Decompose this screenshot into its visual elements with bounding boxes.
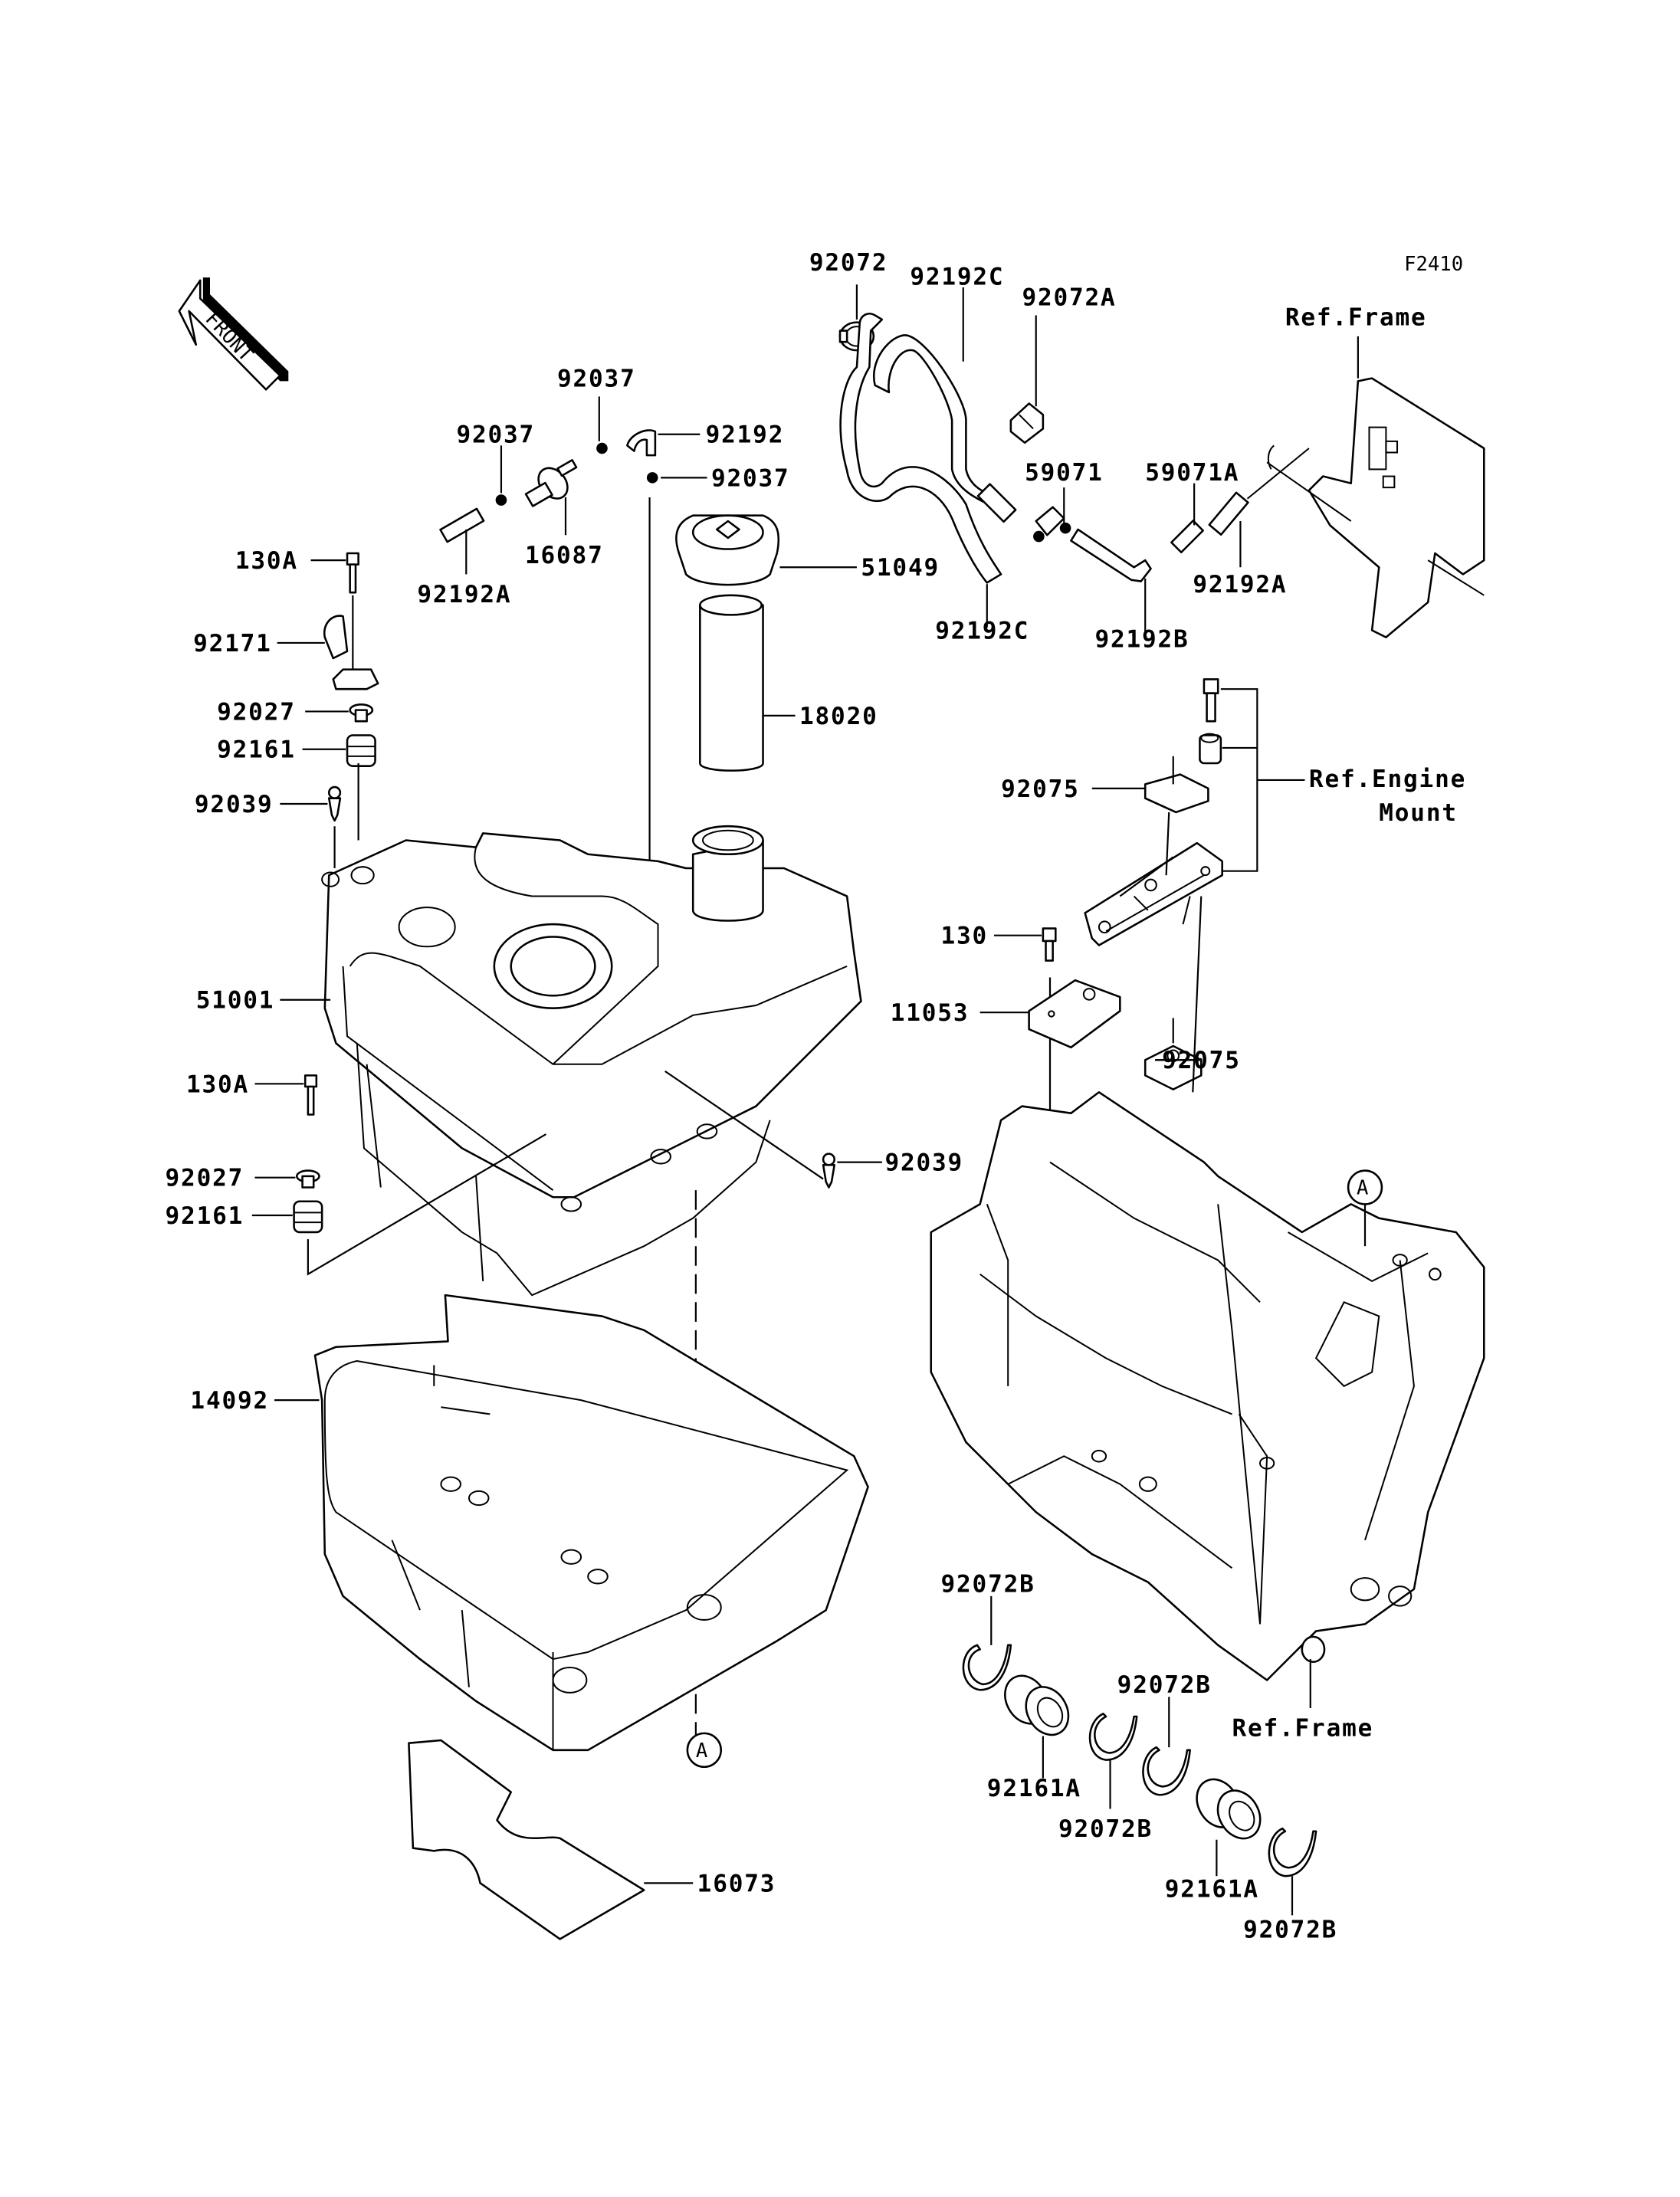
engine-mount-collar[interactable] xyxy=(1199,733,1222,765)
clip-92037-top[interactable] xyxy=(596,442,608,454)
label-92192C-bottom[interactable]: 92192C xyxy=(935,617,1029,644)
label-16073[interactable]: 16073 xyxy=(697,1870,776,1897)
label-92039-right[interactable]: 92039 xyxy=(884,1149,963,1177)
clip-92039-right[interactable] xyxy=(822,1153,835,1189)
hose-fitting-92192A-right[interactable] xyxy=(1208,448,1310,536)
bolt-130A-top[interactable] xyxy=(346,552,359,594)
rubber-pad-92075-bottom[interactable] xyxy=(1144,1044,1203,1090)
label-92192C-top[interactable]: 92192C xyxy=(910,263,1004,290)
label-92192B[interactable]: 92192B xyxy=(1094,625,1189,653)
reference-marker-a-bottom-label: A xyxy=(696,1740,707,1763)
label-130A-top[interactable]: 130A xyxy=(235,547,298,575)
label-92075-bottom[interactable]: 92075 xyxy=(1162,1047,1241,1074)
clip-92037-left[interactable] xyxy=(495,494,507,506)
engine-mount-bolt[interactable] xyxy=(1203,678,1219,723)
label-92072B-2[interactable]: 92072B xyxy=(1058,1815,1153,1843)
hose-joint-pieces[interactable] xyxy=(976,483,1071,543)
label-92171[interactable]: 92171 xyxy=(193,630,272,657)
label-92192[interactable]: 92192 xyxy=(706,421,785,449)
label-16087[interactable]: 16087 xyxy=(525,542,604,569)
label-92072B-4[interactable]: 92072B xyxy=(1243,1917,1337,1944)
elbow-hose-92192[interactable] xyxy=(626,429,657,457)
label-92075-top[interactable]: 92075 xyxy=(1001,776,1080,803)
damper-92161-bottom[interactable] xyxy=(293,1200,323,1234)
label-130A-bottom[interactable]: 130A xyxy=(186,1071,249,1098)
reference-marker-a-bottom: A xyxy=(686,1732,723,1769)
connector-59071A[interactable] xyxy=(1170,520,1204,554)
label-18020[interactable]: 18020 xyxy=(799,703,878,730)
front-arrow-icon: FRONT xyxy=(178,277,289,391)
bolt-130A-bottom[interactable] xyxy=(304,1074,318,1116)
damper-92161A-2[interactable] xyxy=(1189,1772,1269,1846)
label-92072[interactable]: 92072 xyxy=(809,249,888,277)
label-92037-top[interactable]: 92037 xyxy=(557,366,636,393)
bracket-92171[interactable] xyxy=(323,615,379,690)
label-92161A-1[interactable]: 92161A xyxy=(987,1775,1081,1802)
filler-strainer-18020[interactable] xyxy=(699,594,764,772)
label-92027-top[interactable]: 92027 xyxy=(217,698,296,726)
band-92072B-2[interactable] xyxy=(1088,1713,1138,1761)
reference-marker-a-frame: A xyxy=(1347,1169,1383,1247)
tank-tray-14092[interactable] xyxy=(313,1294,869,1752)
damper-92161A-1[interactable] xyxy=(996,1668,1077,1743)
figure-code: F2410 xyxy=(1404,253,1463,276)
vent-valve-16087[interactable] xyxy=(524,459,578,507)
engine-mount-bracket[interactable] xyxy=(1084,841,1223,946)
label-51001[interactable]: 51001 xyxy=(196,987,275,1015)
collar-92027-top[interactable] xyxy=(349,703,374,723)
collar-92027-bottom[interactable] xyxy=(295,1169,320,1189)
label-11053[interactable]: 11053 xyxy=(891,999,970,1027)
label-92161A-2[interactable]: 92161A xyxy=(1165,1876,1259,1904)
label-92192A-left[interactable]: 92192A xyxy=(417,581,511,608)
breather-hose-92192C-upper[interactable] xyxy=(839,313,1002,584)
breather-hose-92192B[interactable] xyxy=(1070,528,1152,582)
label-ref-engine-mount-line2[interactable]: Mount xyxy=(1379,799,1458,827)
reference-marker-a-frame-label: A xyxy=(1357,1177,1368,1200)
hose-clip-92072A[interactable] xyxy=(1009,402,1045,444)
label-92161-top[interactable]: 92161 xyxy=(217,736,296,764)
clip-92037-right[interactable] xyxy=(646,472,658,484)
band-92072B-4[interactable] xyxy=(1268,1827,1317,1877)
mount-plate-11053[interactable] xyxy=(1028,979,1121,1049)
label-130[interactable]: 130 xyxy=(941,923,989,950)
damper-92161-top[interactable] xyxy=(346,734,376,767)
label-92072B-3[interactable]: 92072B xyxy=(1117,1671,1212,1699)
label-ref-engine-mount-line1[interactable]: Ref.Engine xyxy=(1309,766,1466,793)
hose-fitting-92192A-left[interactable] xyxy=(439,507,485,543)
label-ref-frame-top[interactable]: Ref.Frame xyxy=(1285,303,1427,331)
band-92072B-3[interactable] xyxy=(1142,1746,1191,1796)
fuel-cap-51049[interactable] xyxy=(675,514,780,586)
band-92072B-1[interactable] xyxy=(962,1644,1012,1691)
label-92037-right[interactable]: 92037 xyxy=(711,464,790,492)
bolt-130[interactable] xyxy=(1042,927,1057,962)
heat-insulator-16073[interactable] xyxy=(408,1739,645,1940)
label-14092[interactable]: 14092 xyxy=(190,1387,269,1415)
label-ref-frame-bottom[interactable]: Ref.Frame xyxy=(1232,1715,1373,1743)
label-51049[interactable]: 51049 xyxy=(861,554,940,582)
label-92072B-1[interactable]: 92072B xyxy=(941,1570,1035,1598)
label-92072A[interactable]: 92072A xyxy=(1022,284,1116,312)
label-59071A[interactable]: 59071A xyxy=(1145,459,1239,487)
label-92192A-right[interactable]: 92192A xyxy=(1193,571,1287,598)
vehicle-frame xyxy=(930,1091,1485,1681)
label-92027-bottom[interactable]: 92027 xyxy=(166,1165,244,1192)
frame-bracket-top xyxy=(1266,377,1485,638)
clip-92039-left[interactable] xyxy=(327,785,342,822)
rubber-pad-92075-top[interactable] xyxy=(1144,773,1209,814)
label-92039-left[interactable]: 92039 xyxy=(195,791,274,818)
label-92037-left[interactable]: 92037 xyxy=(456,421,535,449)
fuel-tank-51001[interactable] xyxy=(321,825,862,1297)
label-92161-bottom[interactable]: 92161 xyxy=(166,1202,244,1230)
label-59071[interactable]: 59071 xyxy=(1025,459,1104,487)
